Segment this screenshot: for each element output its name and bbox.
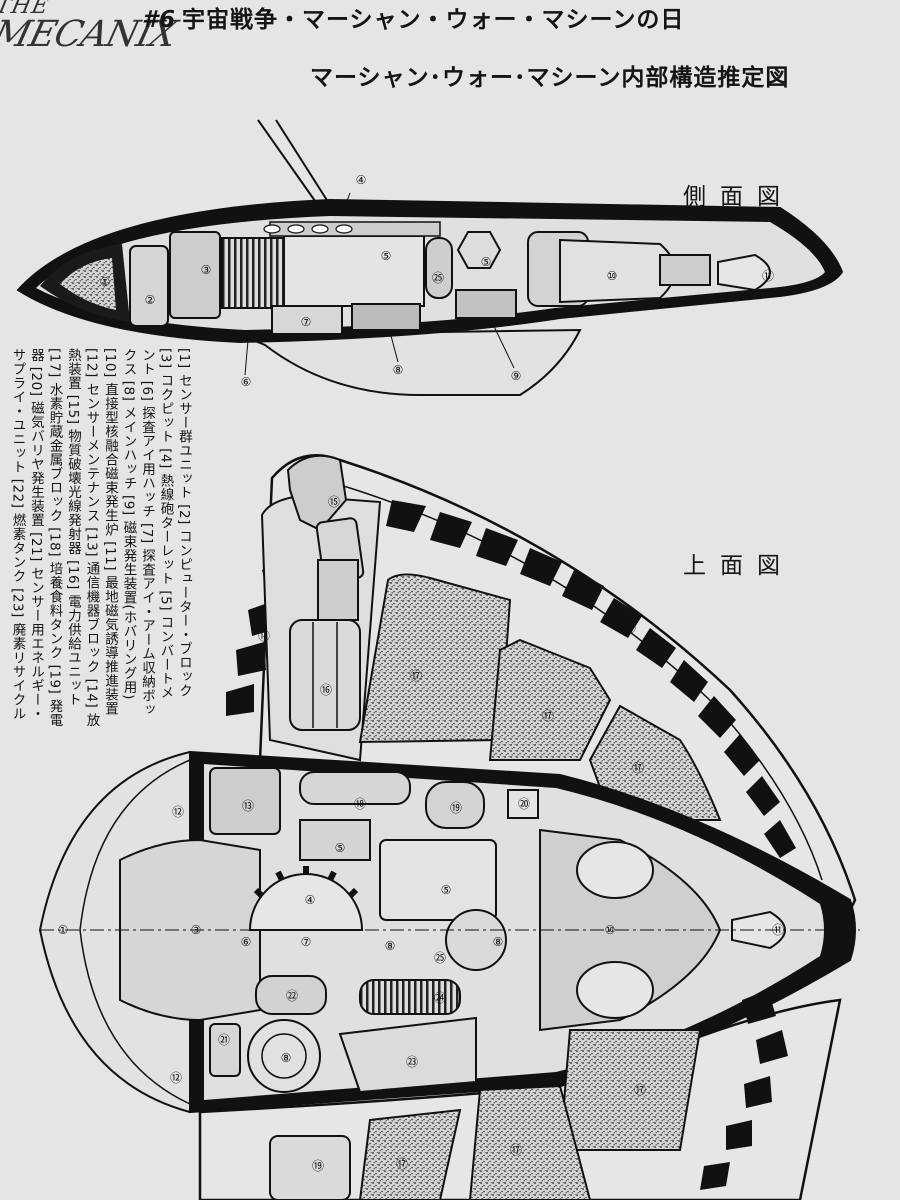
- side-callout: ③: [201, 263, 212, 277]
- top-callout: ⑫: [170, 1071, 182, 1085]
- side-view-callouts: ① ② ③ ④ ⑤ ⑤ ㉕ ⑥ ⑦ ⑧ ⑨ ⑩ ⑪: [100, 173, 774, 389]
- parts-legend: [1] センサー群ユニット [2] コンピューター・ブロック [3] コクピット…: [8, 348, 193, 727]
- top-callout: ㉔: [434, 991, 446, 1005]
- generator: [425, 781, 485, 829]
- top-callout: ⑤: [441, 883, 452, 897]
- top-callout: ⑧: [281, 1051, 292, 1065]
- magnetic-flux-generator: [455, 289, 517, 319]
- fusion-reactor: [559, 238, 676, 304]
- capsule-25: [425, 237, 453, 299]
- side-callout: ②: [145, 293, 156, 307]
- legend-line: [3] コクピット [4] 熱線砲ターレット [5] コンバートメ: [157, 348, 174, 700]
- compartment-block-top: [379, 839, 497, 921]
- side-callout: ⑥: [241, 375, 252, 389]
- cockpit: [169, 231, 221, 319]
- magnetic-barrier-generator: [507, 789, 539, 819]
- comms-block: [209, 767, 281, 835]
- legend-line: [10] 直接型核融合磁束発生炉 [11] 最地磁気誘導推進装置: [102, 348, 118, 716]
- article-number: #6: [142, 7, 177, 33]
- legend-line: [17] 水素貯蔵金属ブロック [18] 培養食料タンク [19] 発電: [46, 348, 63, 728]
- top-callout: ⑧: [385, 939, 396, 953]
- legend-line: 熱装置 [15] 物質破壊光線発射器 [16] 電力供給ユニット: [65, 348, 81, 707]
- side-callout: ⑩: [607, 269, 618, 283]
- ribbed-housing: [221, 237, 285, 309]
- heat-ray-turret: [248, 873, 364, 931]
- top-callout: ⑤: [335, 841, 346, 855]
- sensor-mast: [257, 119, 321, 209]
- top-callout: ⑪: [772, 923, 784, 937]
- side-callout: ⑦: [301, 315, 312, 329]
- top-callout: ⑰: [632, 761, 644, 775]
- side-callout: ⑪: [762, 269, 774, 283]
- top-callout: ⑭: [624, 621, 636, 635]
- top-callout: ⑲: [450, 801, 462, 815]
- hydrogen-storage-blocks: [358, 573, 722, 821]
- destruction-beam-emitter: [286, 454, 348, 532]
- top-callout: ⑲: [312, 1159, 324, 1173]
- power-supply-unit: [289, 559, 361, 731]
- top-callout: ㉕: [434, 951, 446, 965]
- legend-line: 器 [20] 磁気バリヤ発生装置 [21] センサー用エネルギー・: [28, 348, 44, 721]
- top-callout: ①: [58, 923, 69, 937]
- legend-line: [1] センサー群ユニット [2] コンピューター・ブロック: [176, 348, 192, 698]
- top-callout: ㉓: [406, 1055, 418, 1069]
- top-callout: ⑦: [301, 935, 312, 949]
- top-callout: ⑳: [518, 797, 530, 811]
- main-hatch: [351, 303, 421, 331]
- top-callout: ⑰: [396, 1157, 408, 1171]
- top-callout: ⑰: [542, 709, 554, 723]
- top-view-drawing: [38, 454, 860, 1200]
- top-callout: ⑯: [320, 683, 332, 697]
- top-callout: ⑭: [258, 629, 270, 643]
- radiator-fins-lower: [700, 990, 788, 1190]
- top-callout: ③: [191, 923, 202, 937]
- top-callout: ⑥: [241, 935, 252, 949]
- top-callout: ㉒: [286, 989, 298, 1003]
- legend-line: クス [8] メインハッチ [9] 磁束発生装置(ホバリング用): [120, 348, 137, 700]
- computer-block: [129, 245, 169, 327]
- top-callout: ㉑: [218, 1033, 230, 1047]
- top-callout: ④: [305, 893, 316, 907]
- legend-line: サプライ・ユニット [22] 燃素タンク [23] 廃素リサイクル: [9, 348, 26, 721]
- top-callout: ⑬: [242, 799, 254, 813]
- legend-line: ント [6] 探査アイ用ハッチ [7] 探査アイ・アーム収納ボッ: [139, 348, 155, 717]
- top-callout: ⑰: [410, 669, 422, 683]
- sensor-energy-unit: [209, 1023, 241, 1077]
- article-title-text: 宇宙戦争・マーシャン・ウォー・マシーンの日: [182, 7, 685, 33]
- side-callout: ⑤: [481, 255, 492, 269]
- top-callout: ⑩: [605, 923, 616, 937]
- hover-skirt: [239, 328, 582, 396]
- thruster: [717, 253, 771, 292]
- side-callout: ⑤: [381, 249, 392, 263]
- top-callout: ⑫: [172, 805, 184, 819]
- fuel-tank: [255, 975, 327, 1015]
- top-callout: ⑰: [634, 1083, 646, 1097]
- side-callout: ①: [100, 275, 111, 289]
- side-callout: ㉕: [432, 271, 444, 285]
- side-view-drawing: [16, 119, 844, 396]
- legend-line: [12] センサーメンテナンス [13] 通信機器ブロック [14] 放: [83, 348, 100, 728]
- diagram-title: マーシャン･ウォー･マシーン内部構造推定図: [310, 65, 790, 91]
- side-callout: ⑨: [511, 369, 522, 383]
- waste-recycle-unit: [338, 1016, 477, 1094]
- top-callout: ⑰: [510, 1143, 522, 1157]
- probe-arm-box: [271, 305, 343, 335]
- top-callout: ⑱: [354, 797, 366, 811]
- top-callout: ⑮: [328, 495, 340, 509]
- side-callout: ⑧: [393, 363, 404, 377]
- top-view-label: 上面図: [683, 553, 794, 579]
- compartment-block: [283, 235, 425, 307]
- top-callout: ⑧: [493, 935, 504, 949]
- side-callout: ④: [356, 173, 367, 187]
- main-hatch-top: [247, 1019, 321, 1093]
- food-tank: [299, 771, 411, 805]
